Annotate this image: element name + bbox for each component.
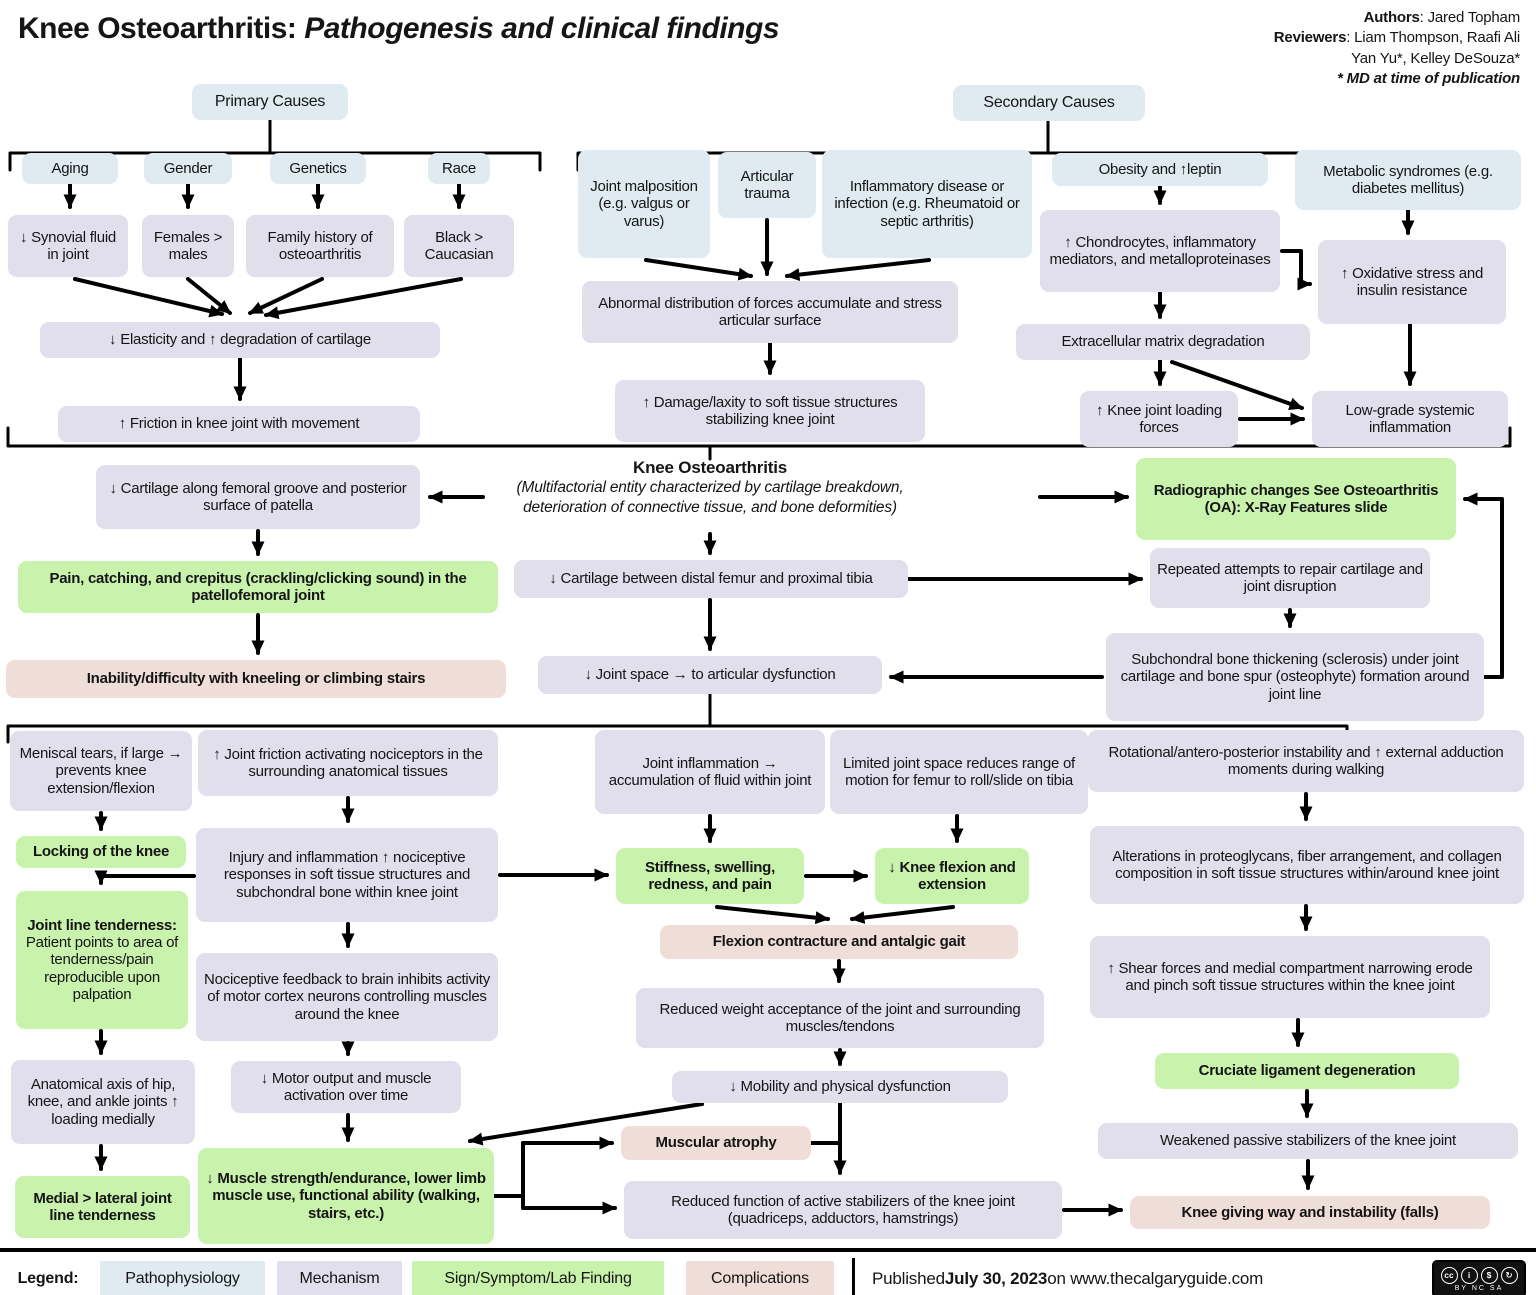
node-articular-trauma: Articular trauma xyxy=(718,152,816,218)
node-joint-line-tenderness: Joint line tenderness:Patient points to … xyxy=(16,891,188,1029)
md-note: * MD at time of publication xyxy=(1337,69,1520,87)
node-limited-joint-space: Limited joint space reduces range of mot… xyxy=(830,730,1088,814)
published-date: July 30, 2023 xyxy=(944,1269,1048,1288)
node-family-history: Family history of osteoarthritis xyxy=(246,215,394,277)
node-inability-kneeling-stairs: Inability/difficulty with kneeling or cl… xyxy=(6,660,506,698)
legend-divider xyxy=(852,1258,855,1295)
node-chondrocytes-mediators: ↑ Chondrocytes, inflammatory mediators, … xyxy=(1040,210,1280,292)
secondary-causes-header: Secondary Causes xyxy=(953,85,1145,121)
node-inflammatory-disease: Inflammatory disease or infection (e.g. … xyxy=(822,150,1032,258)
cc-by-icon: i xyxy=(1460,1266,1478,1284)
node-medial-lateral-tenderness: Medial > lateral joint line tenderness xyxy=(15,1176,190,1238)
node-abnormal-forces: Abnormal distribution of forces accumula… xyxy=(582,281,958,343)
reviewers-line: Reviewers: Liam Thompson, Raafi Ali xyxy=(1273,29,1520,47)
node-elasticity-degradation: ↓ Elasticity and ↑ degradation of cartil… xyxy=(40,322,440,358)
node-synovial-fluid: ↓ Synovial fluid in joint xyxy=(8,215,128,277)
node-metabolic-syndromes: Metabolic syndromes (e.g. diabetes melli… xyxy=(1295,150,1521,210)
node-reduced-active-stabilizers: Reduced function of active stabilizers o… xyxy=(624,1181,1062,1239)
node-friction-knee-joint: ↑ Friction in knee joint with movement xyxy=(58,406,420,442)
node-genetics: Genetics xyxy=(270,153,366,184)
node-females-males: Females > males xyxy=(142,215,234,277)
node-pain-catching-crepitus: Pain, catching, and crepitus (crackling/… xyxy=(18,561,498,613)
node-muscle-strength: ↓ Muscle strength/endurance, lower limb … xyxy=(198,1148,494,1244)
node-stiffness-swelling: Stiffness, swelling, redness, and pain xyxy=(616,848,804,904)
cc-icons: cc i $ ↻ xyxy=(1440,1266,1518,1284)
title-subtitle: Pathogenesis and clinical findings xyxy=(296,12,780,45)
node-alterations-proteoglycans: Alterations in proteoglycans, fiber arra… xyxy=(1090,826,1524,904)
node-repeated-repair-attempts: Repeated attempts to repair cartilage an… xyxy=(1150,548,1430,608)
node-gender: Gender xyxy=(144,153,232,184)
primary-causes-header: Primary Causes xyxy=(192,84,348,120)
node-subchondral-sclerosis: Subchondral bone thickening (sclerosis) … xyxy=(1106,633,1484,721)
cc-caption: BY NC SA xyxy=(1454,1284,1504,1292)
cc-license-badge: cc i $ ↻ BY NC SA xyxy=(1432,1260,1526,1295)
page-title: Knee Osteoarthritis: Pathogenesis and cl… xyxy=(18,12,780,46)
node-ecm-degradation: Extracellular matrix degradation xyxy=(1016,324,1310,360)
node-nociceptive-feedback: Nociceptive feedback to brain inhibits a… xyxy=(196,953,498,1041)
node-radiographic-changes: Radiographic changes See Osteoarthritis … xyxy=(1136,458,1456,540)
node-damage-laxity: ↑ Damage/laxity to soft tissue structure… xyxy=(615,380,925,442)
credits: Authors: Jared Topham Reviewers: Liam Th… xyxy=(1274,8,1520,89)
node-mobility-dysfunction: ↓ Mobility and physical dysfunction xyxy=(672,1071,1008,1103)
joint-line-tenderness-body: Patient points to area of tenderness/pai… xyxy=(25,933,179,1004)
cc-sa-icon: ↻ xyxy=(1500,1266,1518,1284)
node-shear-forces: ↑ Shear forces and medial compartment na… xyxy=(1090,936,1490,1018)
legend-complications: Complications xyxy=(686,1261,834,1295)
central-desc-1: (Multifactorial entity characterized by … xyxy=(516,479,904,496)
legend-pathophysiology: Pathophysiology xyxy=(100,1261,265,1295)
node-knee-flexion-extension: ↓ Knee flexion and extension xyxy=(875,848,1029,904)
joint-line-tenderness-heading: Joint line tenderness: xyxy=(27,916,177,934)
node-joint-friction-nociceptors: ↑ Joint friction activating nociceptors … xyxy=(198,730,498,796)
legend-label: Legend: xyxy=(17,1270,79,1287)
node-low-grade-inflammation: Low-grade systemic inflammation xyxy=(1312,391,1508,447)
node-meniscal-tears: Meniscal tears, if large → prevents knee… xyxy=(10,731,192,811)
reviewers-line2: Yan Yu*, Kelley DeSouza* xyxy=(1351,49,1520,67)
node-muscular-atrophy: Muscular atrophy xyxy=(621,1126,811,1160)
node-cartilage-femoral-groove: ↓ Cartilage along femoral groove and pos… xyxy=(96,465,420,529)
legend-bar: Legend: Pathophysiology Mechanism Sign/S… xyxy=(0,1248,1536,1295)
node-joint-space-dysfunction: ↓ Joint space → to articular dysfunction xyxy=(538,656,882,694)
node-rotational-instability: Rotational/antero-posterior instability … xyxy=(1088,730,1524,792)
legend-sign-symptom: Sign/Symptom/Lab Finding xyxy=(412,1261,664,1295)
node-reduced-weight-acceptance: Reduced weight acceptance of the joint a… xyxy=(636,988,1044,1048)
node-flexion-contracture: Flexion contracture and antalgic gait xyxy=(660,925,1018,959)
cc-icon: cc xyxy=(1440,1266,1458,1284)
cc-nc-icon: $ xyxy=(1480,1266,1498,1284)
central-desc-2: deterioration of connective tissue, and … xyxy=(523,499,897,517)
knee-osteoarthritis-definition: Knee Osteoarthritis (Multifactorial enti… xyxy=(380,458,1040,518)
central-title: Knee Osteoarthritis xyxy=(633,458,787,477)
node-oxidative-stress: ↑ Oxidative stress and insulin resistanc… xyxy=(1318,240,1506,324)
node-injury-nociceptive: Injury and inflammation ↑ nociceptive re… xyxy=(196,828,498,922)
node-black-caucasian: Black > Caucasian xyxy=(404,215,514,277)
node-obesity-leptin: Obesity and ↑leptin xyxy=(1052,153,1268,186)
node-motor-output: ↓ Motor output and muscle activation ove… xyxy=(231,1061,461,1113)
node-weakened-passive-stabilizers: Weakened passive stabilizers of the knee… xyxy=(1098,1123,1518,1159)
node-joint-inflammation-fluid: Joint inflammation → accumulation of flu… xyxy=(595,730,825,814)
legend-mechanism: Mechanism xyxy=(277,1261,402,1295)
title-main: Knee Osteoarthritis: xyxy=(18,12,297,45)
node-locking-knee: Locking of the knee xyxy=(16,836,186,868)
published-line: Published July 30, 2023 on www.thecalgar… xyxy=(872,1269,1264,1288)
authors-line: Authors: Jared Topham xyxy=(1363,9,1521,26)
node-aging: Aging xyxy=(22,153,118,184)
node-knee-giving-way: Knee giving way and instability (falls) xyxy=(1130,1196,1490,1229)
node-race: Race xyxy=(428,153,490,184)
node-cruciate-degeneration: Cruciate ligament degeneration xyxy=(1155,1053,1459,1089)
node-anatomical-axis: Anatomical axis of hip, knee, and ankle … xyxy=(11,1060,195,1144)
node-knee-loading-forces: ↑ Knee joint loading forces xyxy=(1080,391,1238,447)
node-cartilage-femur-tibia: ↓ Cartilage between distal femur and pro… xyxy=(514,560,908,598)
node-joint-malposition: Joint malposition (e.g. valgus or varus) xyxy=(578,150,710,258)
